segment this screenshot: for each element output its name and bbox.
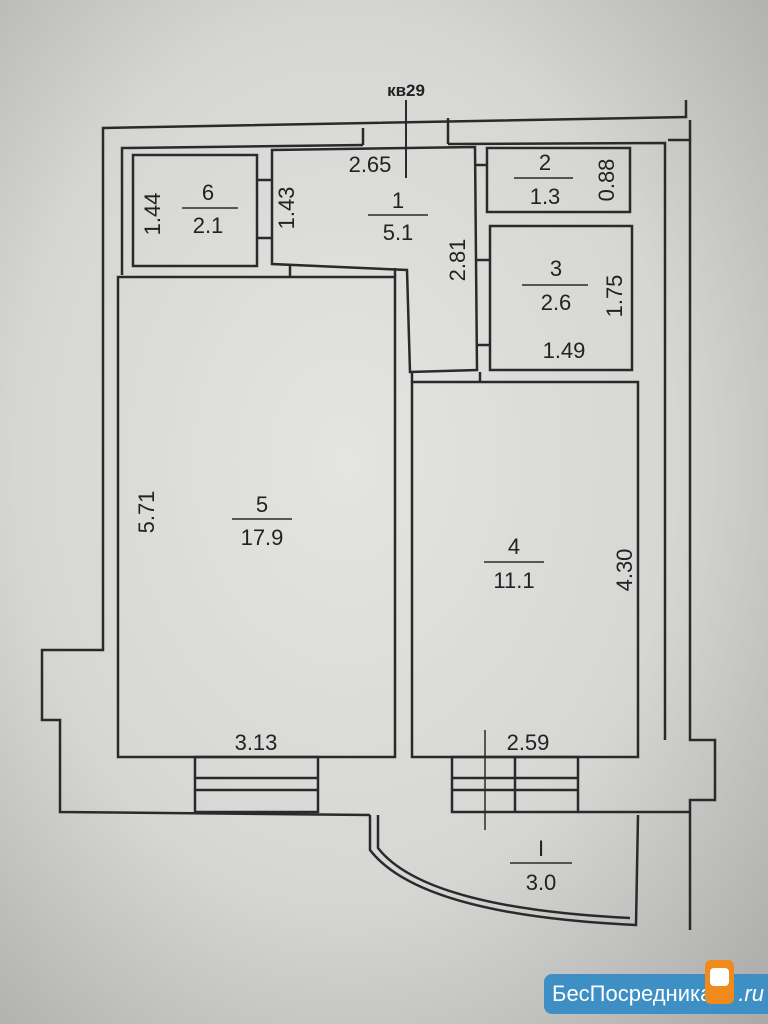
room-area: 11.1 — [493, 568, 534, 593]
dimension: 2.65 — [349, 152, 392, 177]
room-5-outline — [116, 275, 397, 759]
inner-wall-top — [447, 141, 667, 740]
window-room-5 — [193, 755, 320, 814]
room-area: 5.1 — [383, 220, 414, 245]
room-2-outline — [485, 146, 632, 214]
inner-wall-left — [120, 143, 364, 275]
watermark-logo: БесПосредника .ru — [544, 974, 768, 1014]
room-number: 3 — [550, 256, 562, 281]
room-area: 1.3 — [530, 184, 561, 209]
room-1-outline — [270, 145, 479, 374]
mascot-icon — [705, 960, 734, 1004]
dimension: 5.71 — [134, 491, 159, 534]
outer-wall — [40, 100, 688, 817]
room-number: 4 — [508, 534, 520, 559]
window-room-4 — [450, 755, 580, 814]
room-number: 5 — [256, 492, 268, 517]
dimension: 1.49 — [543, 338, 586, 363]
dimension: 1.44 — [140, 193, 165, 236]
dimension: 3.13 — [235, 730, 278, 755]
watermark-text: БесПосредника — [552, 981, 713, 1006]
room-number: 6 — [202, 180, 214, 205]
room-3-outline — [488, 224, 634, 372]
room-number: I — [538, 836, 544, 861]
room-area: 2.6 — [541, 290, 572, 315]
room-area: 2.1 — [193, 213, 224, 238]
dimension: 1.43 — [274, 187, 299, 230]
dimension: 0.88 — [594, 159, 619, 202]
room-number: 2 — [539, 150, 551, 175]
room-area: 17.9 — [241, 525, 284, 550]
dimension: 1.75 — [602, 275, 627, 318]
room-number: 1 — [392, 188, 404, 213]
dimension: 2.59 — [507, 730, 550, 755]
balcony-outline — [368, 814, 640, 927]
room-6-outline — [131, 153, 259, 268]
dimension: 2.81 — [445, 239, 470, 282]
apartment-label: кв29 — [387, 81, 425, 100]
watermark-suffix: .ru — [738, 981, 764, 1006]
balcony-rail — [376, 815, 631, 920]
dimension: 4.30 — [612, 549, 637, 592]
room-area: 3.0 — [526, 870, 557, 895]
